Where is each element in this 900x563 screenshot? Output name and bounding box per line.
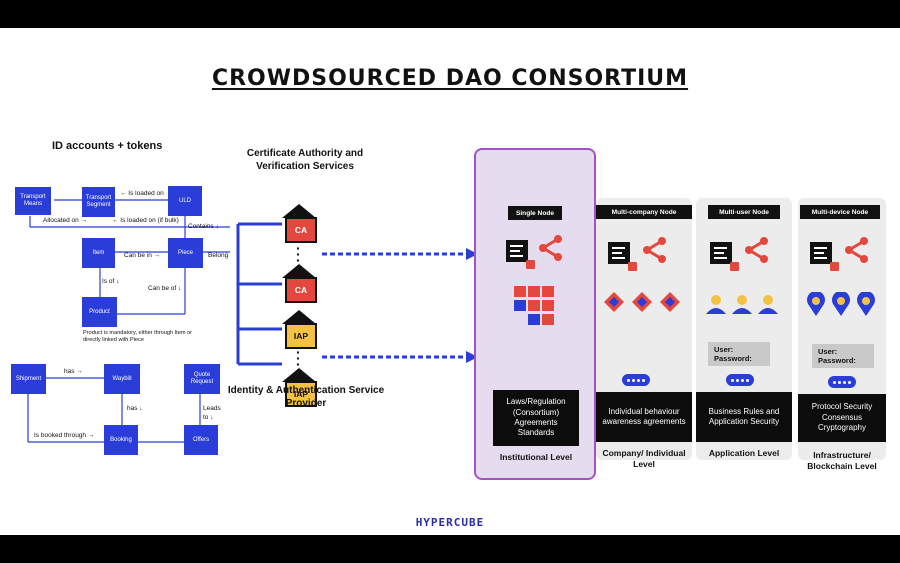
label-belongs: Belong	[208, 252, 229, 259]
document-icon	[608, 242, 630, 264]
label-is-loaded-on-bulk: ← Is loaded on (if bulk)	[112, 217, 179, 224]
label-allocated-on: Allocated on →	[43, 217, 88, 224]
document-icon	[810, 242, 832, 264]
panel-single-node: Single Node Laws/Regulation (Consortium)…	[474, 148, 596, 480]
password-dots-icon	[828, 376, 856, 388]
ca-label: CA	[285, 277, 317, 303]
user-label: User:	[714, 345, 734, 354]
product-note: Product is mandatory, either through Ite…	[83, 330, 193, 343]
protocol-security-box: Protocol Security Consensus Cryptography	[798, 394, 886, 442]
ca-label: CA	[285, 217, 317, 243]
slide: CROWDSOURCED DAO CONSORTIUM	[0, 28, 900, 535]
lock-icon	[730, 262, 739, 271]
credentials-box: User: Password:	[812, 344, 874, 368]
label-can-be-in: Can be in →	[124, 252, 161, 259]
location-pins-icon	[807, 292, 875, 316]
box-transport-means: Transport Means	[15, 187, 51, 215]
credentials-box: User: Password:	[708, 342, 770, 366]
box-product: Product	[82, 297, 117, 327]
password-dots-icon	[622, 374, 650, 386]
password-dots-icon	[726, 374, 754, 386]
level-label: Application Level	[708, 448, 780, 458]
cert-top-title: Certificate Authority and Verification S…	[246, 148, 364, 172]
label-has-down: has ↓	[127, 405, 143, 412]
users-icon	[706, 295, 778, 314]
page-title: CROWDSOURCED DAO CONSORTIUM	[211, 66, 689, 91]
level-label: Company/ Individual Level	[602, 448, 686, 470]
share-icon	[539, 235, 562, 261]
level-label: Institutional Level	[499, 452, 573, 462]
box-shipment: Shipment	[11, 364, 46, 394]
behaviour-box: Individual behaviour awareness agreement…	[596, 392, 692, 442]
node-tag: Single Node	[508, 206, 562, 220]
panel-multi-company-node: Multi-company Node Individual behaviour …	[596, 198, 692, 469]
label-leads-to: Leads to ↓	[203, 405, 221, 421]
ca-node-2: CA	[282, 264, 317, 304]
iap-label: IAP	[285, 323, 317, 349]
password-label: Password:	[714, 354, 752, 364]
document-icon	[710, 242, 732, 264]
label-has: has →	[64, 368, 83, 375]
node-tag: Multi-user Node	[708, 205, 780, 219]
label-is-loaded-on: ← Is loaded on	[120, 190, 164, 197]
grid-icon	[514, 286, 558, 326]
document-icon	[506, 240, 528, 262]
level-label: Infrastructure/ Blockchain Level	[807, 450, 877, 472]
cert-connector-lines	[236, 222, 478, 366]
iap-node-2: IAP	[282, 368, 317, 408]
lock-icon	[628, 262, 637, 271]
box-waybill: Waybill	[104, 364, 140, 394]
box-piece: Piece	[168, 238, 203, 268]
cert-bottom-title: Identity & Authentication Service Provid…	[227, 385, 385, 409]
share-icon	[845, 237, 868, 263]
password-label: Password:	[818, 356, 856, 366]
label-contains: Contains ↓	[188, 223, 219, 230]
laws-regulation-box: Laws/Regulation (Consortium) Agreements …	[493, 390, 579, 446]
panel-multi-user-node: Multi-user Node User: Password: Business…	[696, 198, 792, 460]
lock-icon	[526, 260, 535, 269]
user-label: User:	[818, 347, 838, 356]
panel-multi-device-node: Multi-device Node User: Password: Protoc…	[798, 198, 886, 471]
er-connector-lines	[27, 199, 230, 443]
box-uld: ULD	[168, 186, 202, 216]
node-tag: Multi-company Node	[596, 205, 692, 219]
diamond-icons	[604, 292, 680, 312]
label-can-be-of: Can be of ↓	[148, 285, 182, 292]
er-heading: ID accounts + tokens	[52, 140, 163, 152]
share-icon	[745, 237, 768, 263]
hypercube-logo: HYPERCUBE	[415, 516, 485, 529]
box-offers: Offers	[184, 425, 218, 455]
node-tag: Multi-device Node	[800, 205, 880, 219]
share-icon	[643, 237, 666, 263]
box-quote-request: Quote Request	[184, 364, 220, 394]
iap-node-1: IAP	[282, 310, 317, 350]
box-item: Item	[82, 238, 115, 268]
label-is-of: Is of ↓	[102, 278, 120, 285]
ellipsis-dots: ···	[296, 240, 301, 268]
iap-label: IAP	[285, 381, 317, 407]
ellipsis-dots: ···	[296, 344, 301, 372]
ca-node-1: CA	[282, 204, 317, 244]
er-diagram: ID accounts + tokens Transport Means Tra…	[0, 132, 230, 462]
business-rules-box: Business Rules and Application Security	[696, 392, 792, 442]
lock-icon	[830, 262, 839, 271]
box-transport-segment: Transport Segment	[82, 187, 115, 217]
box-booking: Booking	[104, 425, 138, 455]
label-is-booked-through: Is booked through →	[34, 432, 95, 439]
